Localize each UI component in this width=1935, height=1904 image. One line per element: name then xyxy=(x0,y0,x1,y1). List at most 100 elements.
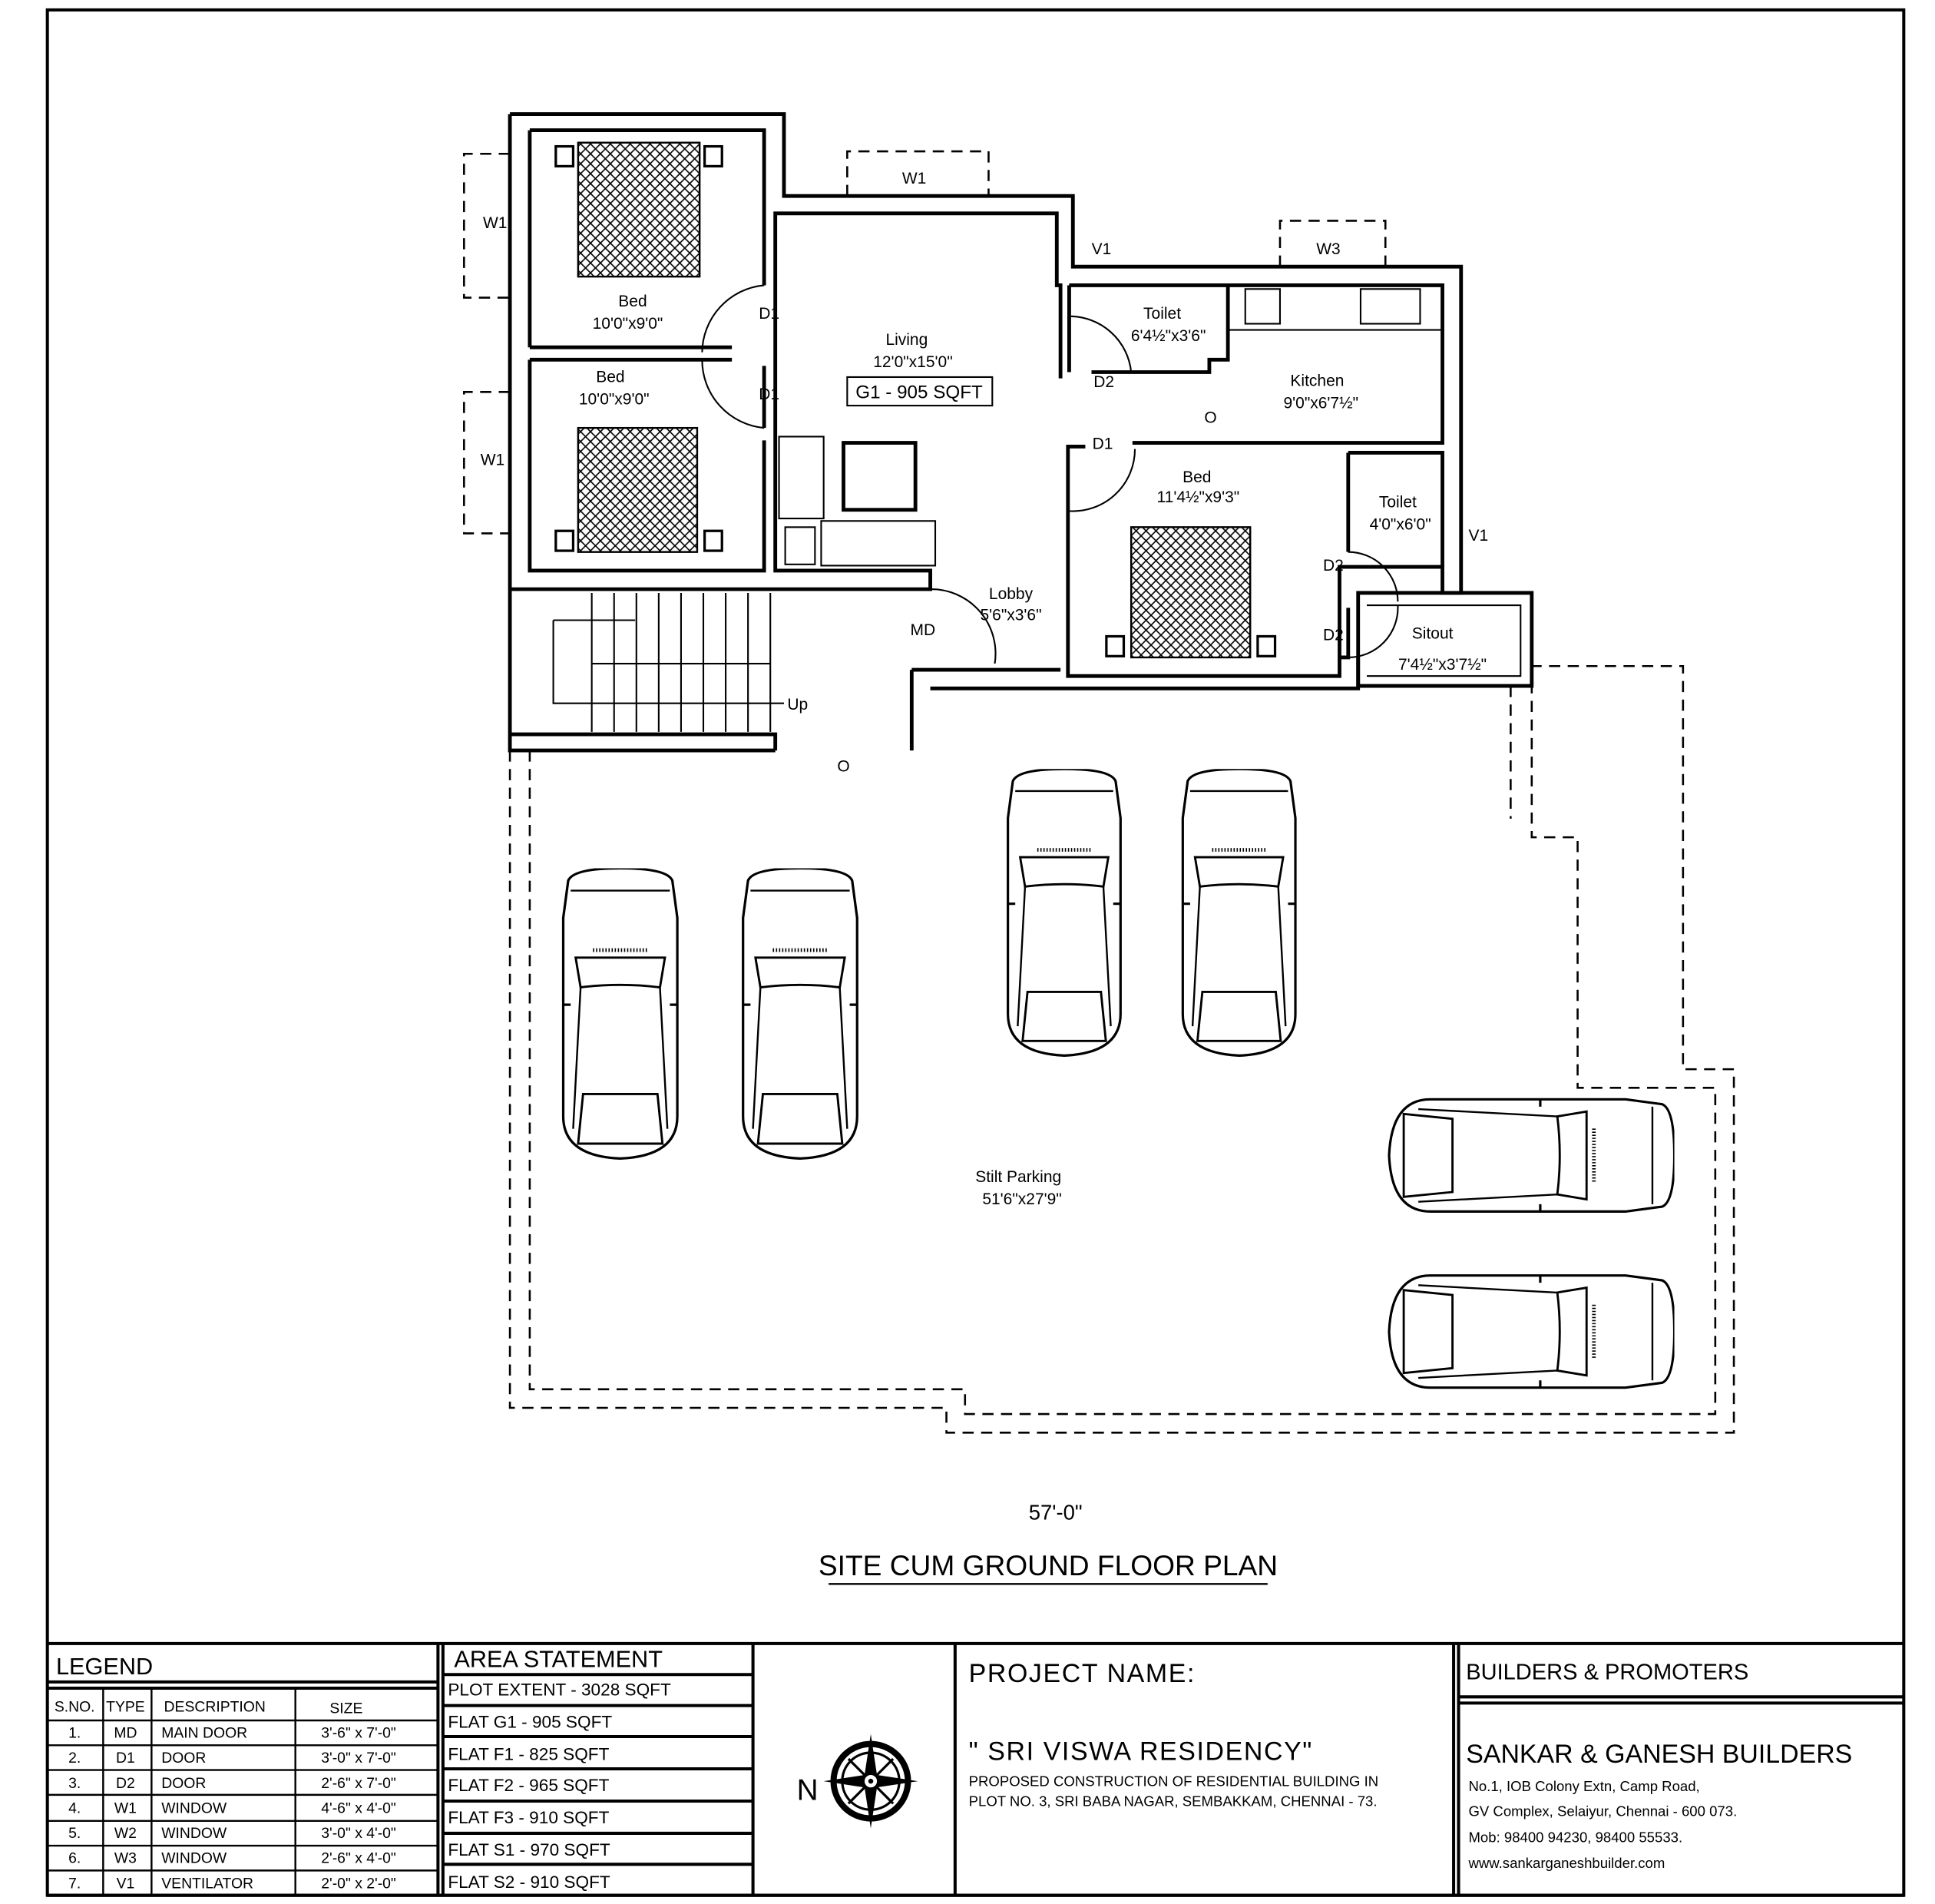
sofa-main xyxy=(820,520,937,567)
side-table xyxy=(784,526,816,565)
project-description: PROPOSED CONSTRUCTION OF RESIDENTIAL BUI… xyxy=(969,1773,1379,1790)
legend-cell: 3'-0" x 4'-0" xyxy=(321,1825,396,1842)
legend-cell: WINDOW xyxy=(161,1850,227,1867)
ventilator-label: V1 xyxy=(1469,527,1489,545)
legend-cell: WINDOW xyxy=(161,1800,227,1816)
stove-icon xyxy=(1359,288,1421,325)
building-walls xyxy=(508,112,1534,753)
door-label: MD xyxy=(911,621,936,639)
room-name: Stilt Parking xyxy=(975,1168,1061,1186)
door-d2-toilet2 xyxy=(1348,551,1399,602)
bed-furniture xyxy=(554,141,1277,659)
ventilator-label: V1 xyxy=(1092,240,1112,258)
door-label: D1 xyxy=(1093,435,1113,453)
area-statement-title: AREA STATEMENT xyxy=(454,1646,663,1673)
project-heading: PROJECT NAME: xyxy=(969,1659,1196,1688)
window-label: W1 xyxy=(902,170,926,187)
car-4 xyxy=(1182,769,1295,1055)
legend-table: S.NO. TYPE DESCRIPTION SIZE xyxy=(55,1699,363,1717)
opening-label: O xyxy=(1204,409,1216,427)
coffee-table xyxy=(842,441,918,512)
builder-address: No.1, IOB Colony Extn, Camp Road, xyxy=(1468,1778,1699,1794)
builder-address: GV Complex, Selaiyur, Chennai - 600 073. xyxy=(1468,1803,1737,1819)
room-name: Bed xyxy=(618,293,647,310)
room-name: Toilet xyxy=(1379,494,1417,512)
width-dimension: 57'-0" xyxy=(1029,1500,1083,1524)
legend-cell: 5. xyxy=(68,1825,81,1842)
staircase xyxy=(552,592,784,732)
door-label: D2 xyxy=(1093,373,1114,391)
car-1 xyxy=(564,868,678,1158)
builder-website[interactable]: www.sankarganeshbuilder.com xyxy=(1467,1855,1665,1871)
bed-3 xyxy=(1130,526,1252,659)
legend-cell: 2'-6" x 4'-0" xyxy=(321,1850,396,1867)
stair-label: Up xyxy=(787,696,808,714)
room-name: Toilet xyxy=(1143,305,1181,323)
door-label: D2 xyxy=(1323,557,1344,575)
legend-cell: DOOR xyxy=(161,1750,206,1767)
legend-cell: 3'-0" x 7'-0" xyxy=(321,1750,396,1767)
window-label: W3 xyxy=(1316,240,1340,258)
parking-boundary xyxy=(508,664,1735,1434)
door-label: D1 xyxy=(759,386,779,403)
car-3 xyxy=(1008,769,1121,1055)
legend-header: TYPE xyxy=(106,1699,145,1716)
kitchen-counter xyxy=(1228,288,1443,331)
legend-cell: 3'-6" x 7'-0" xyxy=(321,1725,396,1742)
area-row: FLAT F2 - 965 SQFT xyxy=(448,1776,609,1795)
door-d2-sitout xyxy=(1348,605,1399,658)
room-name: Living xyxy=(885,331,928,349)
room-size: 7'4½"x3'7½" xyxy=(1398,656,1487,674)
room-size: 11'4½"x9'3" xyxy=(1157,488,1240,506)
room-size: 10'0"x9'0" xyxy=(593,315,663,333)
legend-cell: W2 xyxy=(114,1825,137,1842)
legend-cell: 2'-6" x 7'-0" xyxy=(321,1775,396,1792)
cars xyxy=(564,769,1675,1387)
legend-header: S.NO. xyxy=(55,1699,95,1716)
opening-label: O xyxy=(837,758,849,776)
sink-icon xyxy=(1244,288,1282,325)
legend-cell: WINDOW xyxy=(161,1825,227,1842)
drawing-title: SITE CUM GROUND FLOOR PLAN xyxy=(819,1549,1278,1581)
title-block xyxy=(47,1641,1904,1897)
compass-rose-icon xyxy=(823,1733,918,1829)
room-size: 51'6"x27'9" xyxy=(982,1190,1061,1208)
north-label: N xyxy=(797,1773,819,1806)
project-name: " SRI VISWA RESIDENCY" xyxy=(969,1737,1313,1767)
area-row: FLAT S2 - 910 SQFT xyxy=(448,1873,610,1892)
sheet-border xyxy=(45,8,1906,1897)
room-size: 4'0"x6'0" xyxy=(1370,516,1431,534)
bed-1 xyxy=(577,141,701,278)
car-6 xyxy=(1389,1276,1675,1388)
legend-cell: W3 xyxy=(114,1850,137,1867)
legend-title: LEGEND xyxy=(56,1653,153,1680)
room-size: 9'0"x6'7½" xyxy=(1283,394,1358,412)
room-size: 12'0"x15'0" xyxy=(873,353,952,371)
car-2 xyxy=(743,868,858,1158)
flat-badge-box xyxy=(846,376,994,407)
room-size: 10'0"x9'0" xyxy=(579,390,650,408)
builder-phone: Mob: 98400 94230, 98400 55533. xyxy=(1468,1829,1682,1845)
flat-badge: G1 - 905 SQFT xyxy=(855,382,983,402)
room-name: Lobby xyxy=(989,585,1034,603)
room-size: 5'6"x3'6" xyxy=(980,606,1041,624)
living-furniture xyxy=(778,435,937,567)
door-swings xyxy=(701,284,1399,664)
legend-cell: V1 xyxy=(117,1875,135,1892)
legend-cell: 7. xyxy=(68,1875,81,1892)
legend-cell: DOOR xyxy=(161,1775,206,1792)
window-label: W1 xyxy=(483,214,507,232)
legend-cell: 6. xyxy=(68,1850,81,1867)
room-name: Kitchen xyxy=(1290,372,1344,389)
window-projections xyxy=(463,150,1387,535)
legend-cell: 4'-6" x 4'-0" xyxy=(321,1800,396,1816)
room-name: Bed xyxy=(1182,469,1211,486)
legend-cell: MAIN DOOR xyxy=(161,1725,247,1742)
project-description: PLOT NO. 3, SRI BABA NAGAR, SEMBAKKAM, C… xyxy=(969,1793,1378,1809)
builder-heading: BUILDERS & PROMOTERS xyxy=(1466,1661,1748,1685)
legend-cell: D2 xyxy=(116,1775,135,1792)
room-name: Bed xyxy=(596,368,624,386)
